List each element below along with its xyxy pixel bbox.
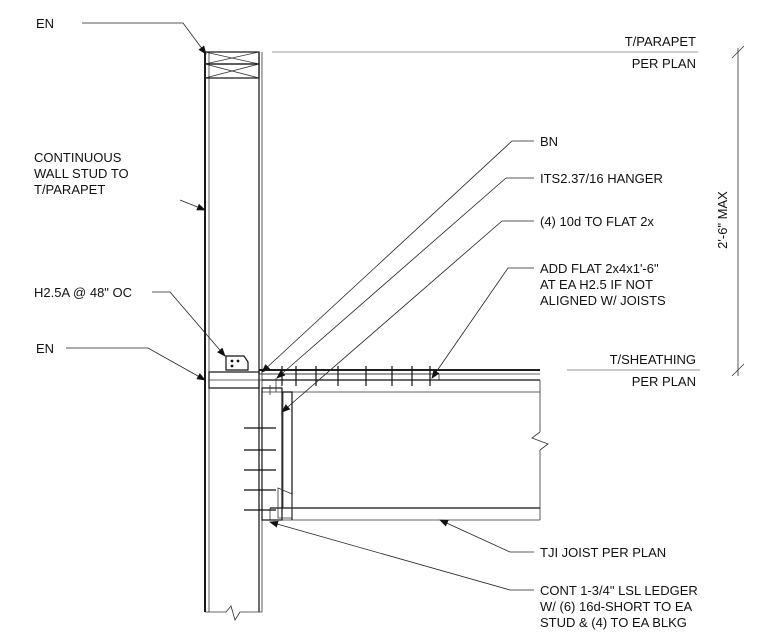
t-sheathing-label: T/SHEATHING [610,352,696,367]
ledger-label-line2: W/ (6) 16d-SHORT TO EA [540,599,693,614]
ledger-nails [244,427,276,511]
floor-sheathing [258,369,540,393]
tji-joist-label: TJI JOIST PER PLAN [540,545,666,560]
add-flat-label-line2: AT EA H2.5 IF NOT [540,277,653,292]
per-plan-top-label: PER PLAN [632,56,696,71]
dimension-label: 2'-6" MAX [715,191,730,249]
continuous-stud-label-line3: T/PARAPET [34,182,105,197]
continuous-stud-label-line1: CONTINUOUS [34,150,122,165]
ledger-label-line1: CONT 1-3/4" LSL LEDGER [540,583,698,598]
per-plan-mid-label: PER PLAN [632,374,696,389]
en-mid-label: EN [36,341,54,356]
lsl-ledger [261,378,293,521]
h25a-label: H2.5A @ 48" OC [34,285,132,300]
sheathing-nails [281,366,431,386]
nails-flat-label: (4) 10d TO FLAT 2x [540,214,654,229]
add-flat-label-line3: ALIGNED W/ JOISTS [540,293,666,308]
bn-label: BN [540,134,558,149]
add-flat-label-line1: ADD FLAT 2x4x1'-6" [540,261,659,276]
parapet-top-plates [204,51,260,79]
hanger-label: ITS2.37/16 HANGER [540,171,663,186]
ledger-label-line3: STUD & (4) TO EA BLKG [540,615,687,630]
wall-blocking [208,355,260,389]
t-parapet-label: T/PARAPET [625,34,696,49]
leader-lines [66,22,534,591]
en-top-label: EN [36,16,54,31]
wall-stud [204,52,263,621]
continuous-stud-label-line2: WALL STUD TO [34,166,129,181]
tji-joist [269,380,549,521]
reference-lines [272,45,745,377]
